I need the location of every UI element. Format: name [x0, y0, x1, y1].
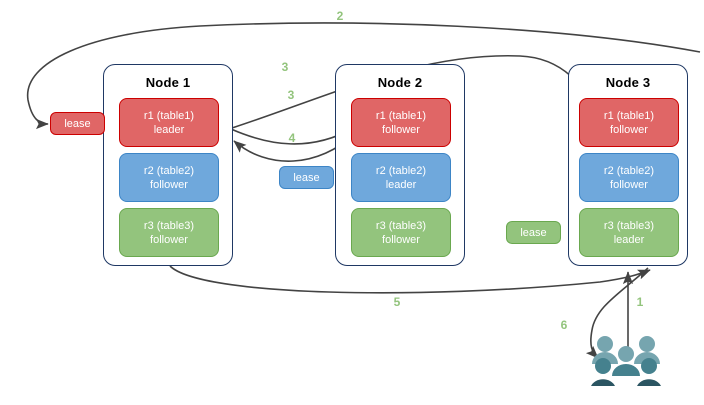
step-label-5: 5 [393, 295, 401, 309]
node-container-1: Node 1 r1 (table1) leader r2 (table2) fo… [103, 64, 233, 266]
node-title-2: Node 2 [377, 75, 423, 90]
replica-role: leader [385, 178, 417, 191]
replica-role: follower [382, 233, 420, 246]
replica-name: r2 (table2) [143, 164, 195, 177]
replica-node2-r2[interactable]: r2 (table2) leader [351, 153, 451, 202]
replica-role: follower [150, 178, 188, 191]
replica-name: r1 (table1) [375, 109, 427, 122]
replica-role: follower [610, 178, 648, 191]
replica-name: r3 (table3) [603, 219, 655, 232]
node-container-3: Node 3 r1 (table1) follower r2 (table2) … [568, 64, 688, 266]
replica-node1-r1[interactable]: r1 (table1) leader [119, 98, 219, 147]
replica-name: r2 (table2) [603, 164, 655, 177]
replica-node2-r1[interactable]: r1 (table1) follower [351, 98, 451, 147]
replica-role: follower [382, 123, 420, 136]
node-title-3: Node 3 [605, 75, 651, 90]
step-label-1: 1 [636, 295, 644, 309]
replica-node3-r1[interactable]: r1 (table1) follower [579, 98, 679, 147]
replica-name: r2 (table2) [375, 164, 427, 177]
replica-node1-r2[interactable]: r2 (table2) follower [119, 153, 219, 202]
replica-name: r1 (table1) [143, 109, 195, 122]
arrow-step-5 [169, 265, 651, 294]
step-label-6: 6 [560, 318, 568, 332]
replica-role: follower [150, 233, 188, 246]
step-label-3-node3: 3 [281, 60, 289, 74]
step-label-4: 4 [288, 131, 296, 145]
replica-role: follower [610, 123, 648, 136]
replica-name: r3 (table3) [375, 219, 427, 232]
node-title-1: Node 1 [145, 75, 191, 90]
lease-badge-green[interactable]: lease [506, 221, 561, 244]
replica-node1-r3[interactable]: r3 (table3) follower [119, 208, 219, 257]
people-icon [591, 336, 661, 386]
lease-badge-blue[interactable]: lease [279, 166, 334, 189]
replica-role: leader [613, 233, 645, 246]
clients-group-icon [590, 332, 662, 388]
node-container-2: Node 2 r1 (table1) follower r2 (table2) … [335, 64, 465, 266]
step-label-2: 2 [336, 9, 344, 23]
replica-node3-r3[interactable]: r3 (table3) leader [579, 208, 679, 257]
replica-node2-r3[interactable]: r3 (table3) follower [351, 208, 451, 257]
replica-role: leader [153, 123, 185, 136]
lease-badge-red[interactable]: lease [50, 112, 105, 135]
replica-name: r3 (table3) [143, 219, 195, 232]
replica-name: r1 (table1) [603, 109, 655, 122]
step-label-3-node2: 3 [287, 88, 295, 102]
replica-node3-r2[interactable]: r2 (table2) follower [579, 153, 679, 202]
